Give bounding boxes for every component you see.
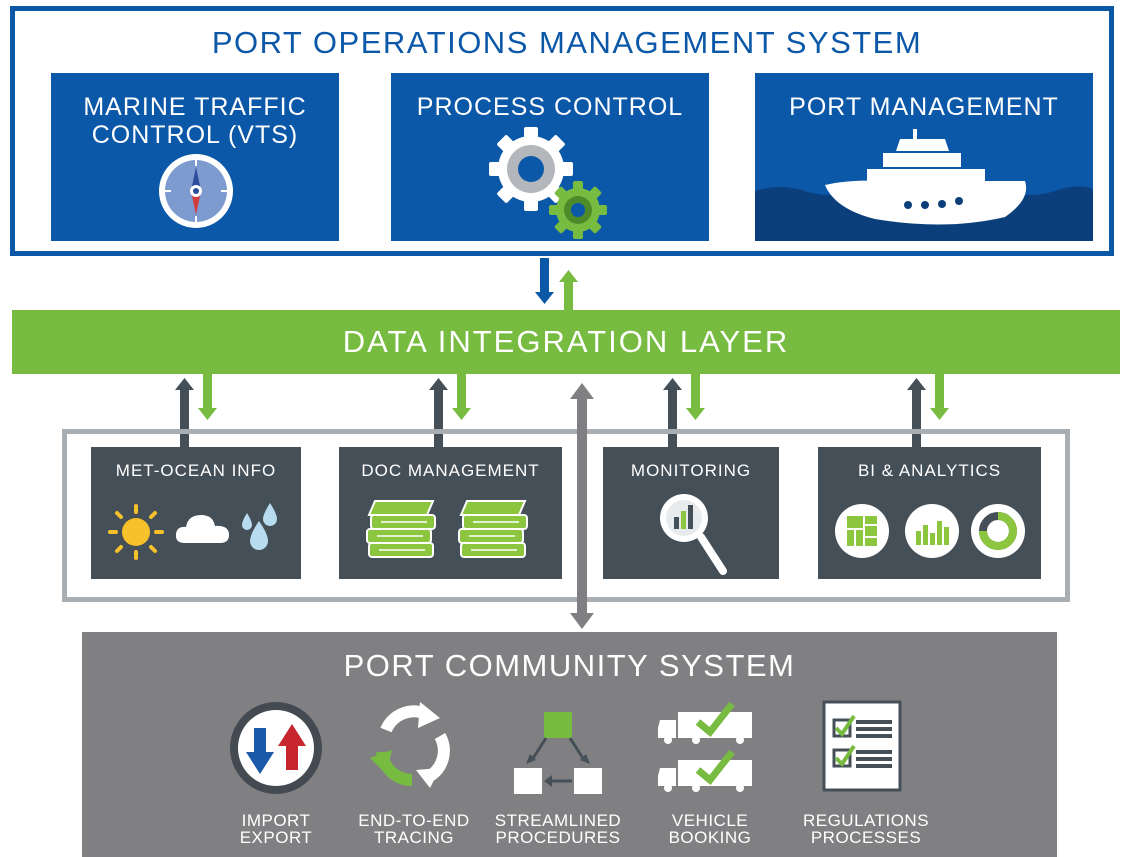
books-icon [366, 500, 436, 558]
marine-traffic-label: MARINE TRAFFIC CONTROL (VTS) [83, 93, 307, 149]
import-export-label: IMPORT EXPORT [239, 811, 313, 847]
services-frame [62, 429, 1070, 602]
tracing-label: END-TO-END TRACING [358, 811, 470, 847]
port-operations-panel: PORT OPERATIONS MANAGEMENT SYSTEM MARINE… [10, 6, 1114, 256]
monitoring-label: MONITORING [630, 461, 752, 480]
import-export-icon [230, 702, 322, 794]
data-integration-title: DATA INTEGRATION LAYER [342, 324, 790, 359]
bar-chart-icon [905, 504, 959, 558]
compass-icon [159, 154, 233, 228]
port-community-title: PORT COMMUNITY SYSTEM [343, 648, 796, 683]
marine-traffic-box: MARINE TRAFFIC CONTROL (VTS) [51, 73, 339, 241]
procedures-label: STREAMLINED PROCEDURES [494, 811, 622, 847]
cloud-icon [175, 515, 229, 543]
checklist-icon [822, 700, 902, 792]
ship-icon [755, 129, 1093, 241]
magnifier-chart-icon [660, 494, 727, 575]
cycle-arrows-icon [370, 702, 450, 788]
donut-chart-icon [971, 504, 1025, 558]
monitoring-box: MONITORING [603, 447, 779, 579]
bi-analytics-box: BI & ANALYTICS [818, 447, 1041, 579]
bi-analytics-label: BI & ANALYTICS [857, 461, 1002, 480]
gears-icon [489, 127, 607, 239]
vehicle-booking-label: VEHICLE BOOKING [668, 811, 752, 847]
raindrops-icon [242, 503, 277, 550]
met-ocean-box: MET-OCEAN INFO [91, 447, 301, 579]
doc-management-label: DOC MANAGEMENT [361, 461, 540, 480]
service-connector-arrows [175, 374, 949, 448]
top-connector-arrows [535, 258, 578, 310]
port-operations-title: PORT OPERATIONS MANAGEMENT SYSTEM [211, 25, 923, 60]
trucks-check-icon [658, 701, 752, 792]
sun-icon [108, 504, 164, 560]
data-integration-layer: DATA INTEGRATION LAYER [12, 310, 1120, 374]
port-community-panel: PORT COMMUNITY SYSTEM IMPORT EXPORT END-… [82, 632, 1057, 857]
regulations-label: REGULATIONS PROCESSES [802, 811, 930, 847]
process-control-label: PROCESS CONTROL [416, 93, 684, 121]
met-ocean-label: MET-OCEAN INFO [115, 461, 277, 480]
process-control-box: PROCESS CONTROL [391, 73, 709, 241]
port-management-label: PORT MANAGEMENT [789, 93, 1059, 121]
port-management-box: PORT MANAGEMENT [755, 73, 1093, 241]
community-connector-arrow [570, 383, 594, 629]
books-icon [458, 500, 528, 558]
treemap-icon [835, 504, 889, 558]
flowchart-icon [514, 712, 602, 794]
doc-management-box: DOC MANAGEMENT [339, 447, 562, 579]
